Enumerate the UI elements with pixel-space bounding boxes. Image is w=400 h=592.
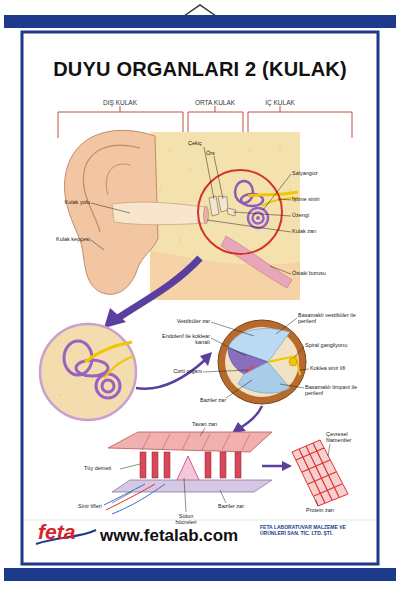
part-label: Östaki borusu (292, 270, 326, 276)
part-label: Salyangoz (292, 170, 318, 176)
section-label: ORTA KULAK (185, 99, 245, 106)
part-label: Vestibüler zar (130, 318, 210, 324)
part-label: Üzengi (292, 212, 309, 218)
part-label: Basamaklı vestibüler ile perilenf (298, 312, 368, 324)
part-label: Baziler zar (218, 503, 244, 509)
part-label: Corti organı (130, 368, 202, 374)
part-label: Kulak kepçesi (30, 236, 90, 242)
poster-title: DUYU ORGANLARI 2 (KULAK) (22, 58, 378, 81)
part-label: Protein zarı (306, 507, 334, 513)
part-label: Basamaklı timpani ile perilenf (305, 384, 371, 396)
part-label: Sinir lifleri (78, 503, 102, 509)
part-label: Kulak zarı (292, 228, 316, 234)
part-label: Spiral gangliyonu (305, 342, 367, 348)
part-label: Sütun hücreleri (170, 513, 202, 525)
part-label: Endolenf ile koklear kanalı (150, 333, 210, 345)
part-label: Tavan zarı (192, 421, 217, 427)
company-name: FETA LABORATUVAR MALZEME VE ÜRÜNLERİ SAN… (260, 525, 360, 536)
part-label: Baziler zar (200, 397, 226, 403)
part-label: Kulak yolu (36, 199, 90, 205)
part-label: Tüy demeti (84, 465, 111, 471)
section-label: İÇ KULAK (250, 99, 310, 106)
section-label: DIŞ KULAK (85, 99, 155, 106)
part-label: Çekiç (188, 140, 202, 146)
part-label: İşitme siniri (292, 196, 320, 202)
part-label: Koklea sinir lifi (310, 365, 360, 371)
logo-text: feta (38, 520, 75, 543)
part-label: Çevresel filamentler (326, 431, 366, 443)
part-label: Örs (206, 150, 215, 156)
website-url: www.fetalab.com (100, 527, 238, 546)
